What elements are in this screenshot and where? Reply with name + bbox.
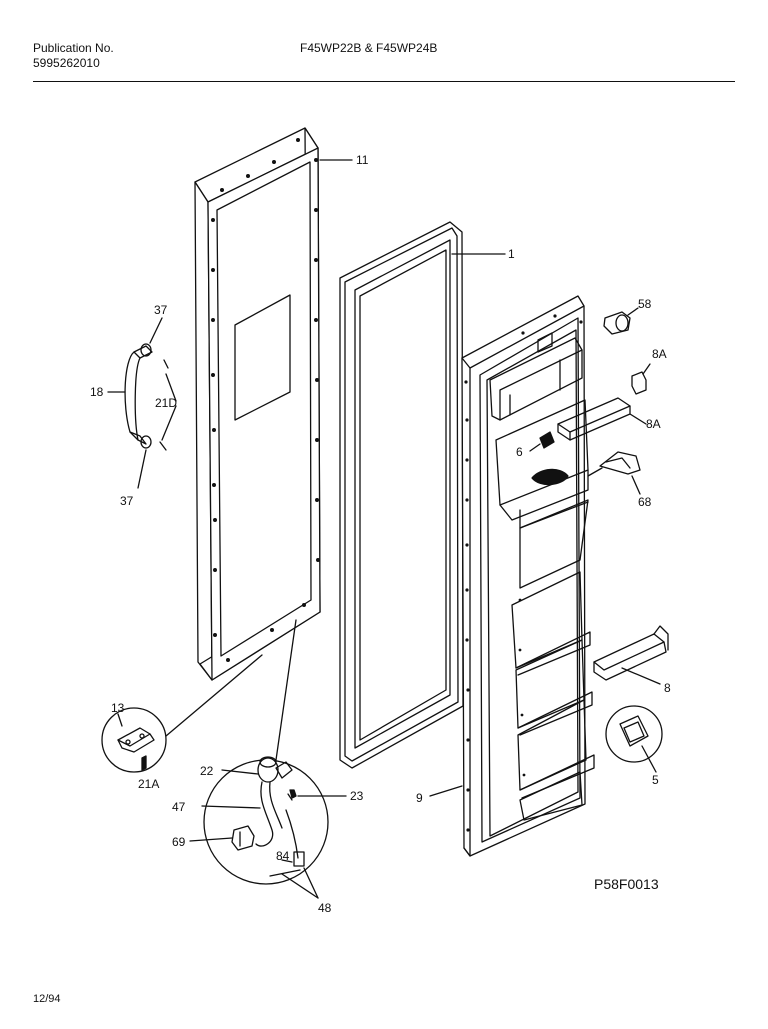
callout-47: 47 xyxy=(172,800,186,814)
part-58-plug xyxy=(603,311,631,335)
callout-13: 13 xyxy=(111,701,125,715)
footer-date: 12/94 xyxy=(33,993,61,1005)
callout-68: 68 xyxy=(638,495,652,509)
callout-line-58 xyxy=(627,307,639,316)
callout-11: 11 xyxy=(356,153,369,167)
callout-8a-mid: 8A xyxy=(646,417,661,431)
callout-5: 5 xyxy=(652,773,659,787)
callout-line-8 xyxy=(621,667,661,685)
model-numbers: F45WP22B & F45WP24B xyxy=(300,41,438,55)
callout-line-5 xyxy=(641,745,657,773)
door-handle-assembly xyxy=(124,343,169,451)
part-8-shelf-front xyxy=(593,625,669,681)
callout-line-8a xyxy=(629,413,647,425)
callout-line-9 xyxy=(429,785,463,797)
callout-8: 8 xyxy=(664,681,671,695)
drawing-code: P58F0013 xyxy=(594,876,659,892)
callout-line-21d xyxy=(165,373,177,402)
part-68-lever xyxy=(587,451,641,477)
part-5-inset xyxy=(605,705,663,763)
callout-37-bottom: 37 xyxy=(120,494,134,508)
callout-6: 6 xyxy=(516,445,523,459)
callout-37-top: 37 xyxy=(154,303,168,317)
callout-line-69 xyxy=(189,837,233,842)
part-8a-bar xyxy=(557,397,631,441)
header-rule xyxy=(33,81,735,82)
callout-23: 23 xyxy=(350,789,364,803)
callout-69: 69 xyxy=(172,835,186,849)
publication-number: 5995262010 xyxy=(33,56,100,70)
callout-58: 58 xyxy=(638,297,652,311)
outer-door-panel xyxy=(194,127,321,681)
callout-8a-top: 8A xyxy=(652,347,667,361)
callout-line-37-top xyxy=(149,317,163,344)
part-13-inset xyxy=(101,707,167,773)
leader-socket-to-door xyxy=(275,619,297,761)
dispenser-pad xyxy=(531,468,569,486)
callout-line-68 xyxy=(631,475,641,495)
callout-48: 48 xyxy=(318,901,332,915)
leader-13-to-door xyxy=(165,654,263,737)
light-socket-inset xyxy=(203,756,329,885)
door-gasket xyxy=(339,221,464,769)
callout-18: 18 xyxy=(90,385,104,399)
callout-1: 1 xyxy=(508,247,515,261)
callout-line-37-bottom xyxy=(137,449,147,489)
callout-line-84 xyxy=(281,859,293,863)
part-6-actuator xyxy=(529,431,555,452)
part-8a-clip xyxy=(631,363,651,395)
callout-line-47 xyxy=(201,805,261,809)
publication-label: Publication No. xyxy=(33,41,114,55)
callout-22: 22 xyxy=(200,764,214,778)
callout-line-13 xyxy=(117,713,123,727)
callout-labels: 11 1 37 18 21D 37 58 8A 8A 6 68 8 5 13 2… xyxy=(90,153,671,915)
inner-door-liner xyxy=(461,295,595,857)
callout-line-48a xyxy=(281,873,319,899)
callout-21a: 21A xyxy=(138,777,159,791)
callout-84: 84 xyxy=(276,849,290,863)
callout-line-22 xyxy=(221,769,259,775)
callout-line-48b xyxy=(303,867,319,899)
callout-21d: 21D xyxy=(155,396,177,410)
callout-9: 9 xyxy=(416,791,423,805)
